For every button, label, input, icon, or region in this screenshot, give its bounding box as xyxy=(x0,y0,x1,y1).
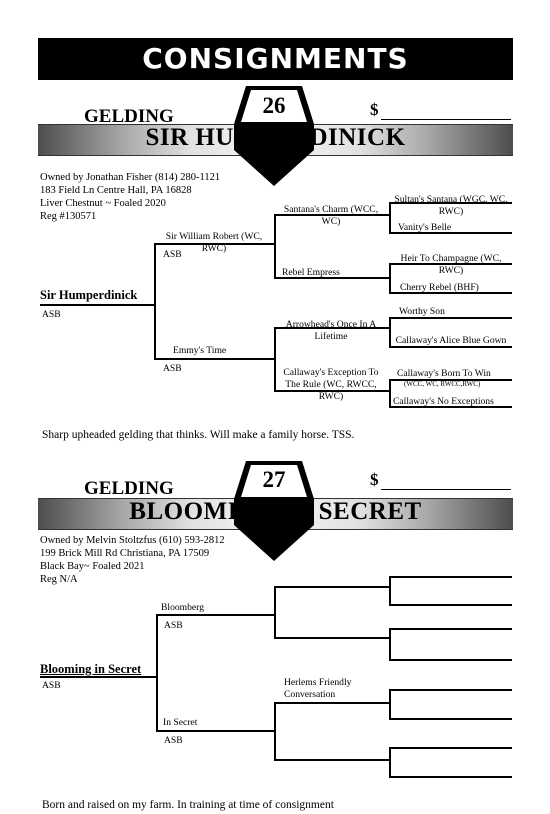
owner-line: Owned by Melvin Stoltzfus (610) 593-2812 xyxy=(40,535,225,546)
lot-sex: GELDING xyxy=(84,106,174,127)
color-foaled-line: Black Bay~ Foaled 2021 xyxy=(40,561,145,572)
dam-sire-name: Herlems Friendly Conversation xyxy=(284,677,352,700)
sire-dam-name: Rebel Empress xyxy=(282,267,340,278)
sire-name: Bloomberg xyxy=(161,602,204,613)
color-foaled-line: Liver Chestnut ~ Foaled 2020 xyxy=(40,198,166,209)
subject-breed: ASB xyxy=(42,680,61,691)
horse-name: SIR HUMPERDINICK xyxy=(145,124,406,151)
price-symbol: $ xyxy=(370,470,379,489)
owner-info: Owned by Jonathan Fisher (814) 280-1121 … xyxy=(40,171,220,223)
ggp-name: Vanity's Belle xyxy=(398,222,452,233)
subject-horse: Blooming in Secret xyxy=(40,662,142,676)
price-line[interactable] xyxy=(381,470,511,490)
owner-info: Owned by Melvin Stoltzfus (610) 593-2812… xyxy=(40,534,225,586)
sire-breed: ASB xyxy=(163,249,182,260)
address-line: 183 Field Ln Centre Hall, PA 16828 xyxy=(40,185,192,196)
sire-breed: ASB xyxy=(164,620,183,631)
subject-horse: Sir Humperdinick xyxy=(40,288,138,302)
owner-line: Owned by Jonathan Fisher (814) 280-1121 xyxy=(40,172,221,183)
lot-number: 27 xyxy=(262,467,286,492)
sire-sire-name: Santana's Charm (WCC, WC) xyxy=(283,204,379,227)
ggp-name: Callaway's Born To Win xyxy=(397,368,491,379)
ggp-name: Sultan's Santana (WGC, WC, RWC) xyxy=(394,194,508,217)
subject-breed: ASB xyxy=(42,309,61,320)
ggp-name: Callaway's Alice Blue Gown xyxy=(395,335,507,346)
sire-name: Sir William Robert (WC, RWC) xyxy=(165,231,263,254)
consignments-header: CONSIGNMENTS xyxy=(38,38,513,80)
horse-name: BLOOMING IN SECRET xyxy=(129,498,422,525)
dam-name: In Secret xyxy=(163,717,198,728)
dam-name: Emmy's Time xyxy=(173,345,227,356)
dam-breed: ASB xyxy=(163,363,182,374)
lot-description: Born and raised on my farm. In training … xyxy=(42,799,334,811)
dam-sire-name: Arrowhead's Once In A Lifetime xyxy=(285,319,377,342)
lot-number: 26 xyxy=(262,93,286,118)
price-line[interactable] xyxy=(381,100,511,120)
ggp-name: Cherry Rebel (BHF) xyxy=(400,282,479,293)
price-symbol: $ xyxy=(370,100,379,119)
lot-number-shield-icon xyxy=(234,86,314,186)
dam-dam-name: Callaway's Exception To The Rule (WC, RW… xyxy=(283,367,379,402)
lot-description: Sharp upheaded gelding that thinks. Will… xyxy=(42,429,355,441)
ggp-name: Callaway's No Exceptions xyxy=(393,396,494,407)
dam-breed: ASB xyxy=(164,735,183,746)
lot-number-shield-icon xyxy=(234,461,314,561)
lot-sex: GELDING xyxy=(84,478,174,499)
ggp-name: Heir To Champagne (WC, RWC) xyxy=(400,253,502,276)
registration-line: Reg #130571 xyxy=(40,211,97,222)
ggp-titles-note: (WCC, WC, RWCC,RWC) xyxy=(404,380,481,388)
registration-line: Reg N/A xyxy=(40,574,78,585)
address-line: 199 Brick Mill Rd Christiana, PA 17509 xyxy=(40,548,210,559)
ggp-name: Worthy Son xyxy=(399,306,445,317)
